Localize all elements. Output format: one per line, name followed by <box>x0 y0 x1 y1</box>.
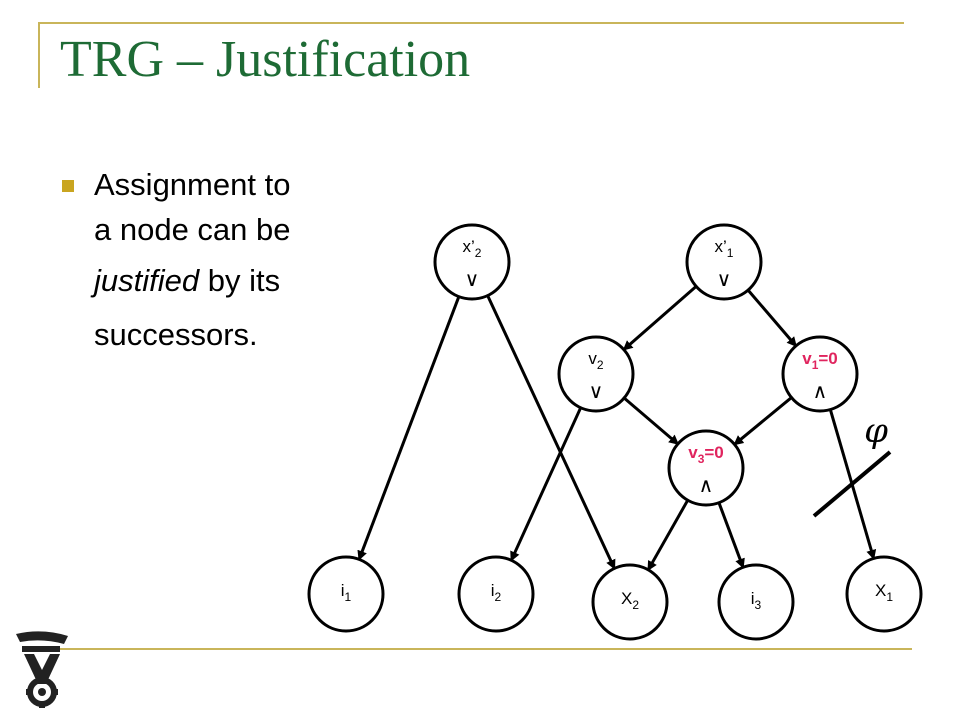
and-gate-symbol: ∧ <box>699 473 714 497</box>
edge-xp2-X2 <box>486 294 616 570</box>
node-X2: X2 <box>591 563 669 641</box>
frame-left-rule <box>38 22 40 88</box>
node-v3: v3=0 ∧ <box>667 429 745 507</box>
node-circle <box>685 223 763 301</box>
node-circle <box>667 429 745 507</box>
node-circle <box>307 555 385 633</box>
or-gate-symbol: ∨ <box>465 267 480 291</box>
and-gate-symbol: ∧ <box>813 379 828 403</box>
slide-title: TRG – Justification <box>60 31 471 88</box>
bullet-emphasis: justified <box>94 263 200 298</box>
node-label: i3 <box>751 589 762 612</box>
node-circle <box>433 223 511 301</box>
node-label: x’2 <box>463 237 482 260</box>
node-circle <box>591 563 669 641</box>
node-label: i1 <box>341 581 352 604</box>
bullet-text: Assignment to a node can be justified by… <box>94 164 364 362</box>
node-label: v3=0 <box>688 443 724 466</box>
or-gate-symbol: ∨ <box>589 379 604 403</box>
node-circle <box>717 563 795 641</box>
node-circle <box>457 555 535 633</box>
bullet-line-2: a node can be <box>94 212 291 247</box>
node-xp2: x’2 ∨ <box>433 223 511 301</box>
frame-bottom-rule <box>40 648 912 650</box>
edge-v3-i3 <box>717 502 745 569</box>
node-label: v1=0 <box>802 349 838 372</box>
node-label: X1 <box>875 581 893 604</box>
or-gate-symbol: ∨ <box>717 267 732 291</box>
node-X1: X1 <box>845 555 923 633</box>
empty-set-symbol: φ <box>864 411 888 451</box>
edge-xp1-v2 <box>622 285 698 351</box>
edge-v1-v3 <box>733 396 793 446</box>
bullet-line-1: Assignment to <box>94 167 291 202</box>
edge-xp1-v1 <box>746 289 798 348</box>
bullet-line-3-rest: by its <box>199 263 281 298</box>
bullet-marker <box>62 180 74 192</box>
node-circle <box>845 555 923 633</box>
bullet-line-3: justified by its <box>94 254 364 308</box>
node-label: x’1 <box>715 237 734 260</box>
node-i3: i3 <box>717 563 795 641</box>
edge-v3-X2 <box>646 499 690 572</box>
node-i1: i1 <box>307 555 385 633</box>
node-label: v2 <box>588 349 604 372</box>
node-v2: v2 ∨ <box>557 335 635 413</box>
node-label: i2 <box>491 581 502 604</box>
edge-v2-i2 <box>509 407 583 562</box>
blocked-edge-slash <box>812 450 892 518</box>
node-circle <box>781 335 859 413</box>
technion-logo-icon <box>16 631 68 708</box>
node-i2: i2 <box>457 555 535 633</box>
edge-xp2-i1 <box>357 296 461 561</box>
node-circle <box>557 335 635 413</box>
node-label: X2 <box>621 589 639 612</box>
node-xp1: x’1 ∨ <box>685 223 763 301</box>
node-v1: v1=0 ∧ <box>781 335 859 413</box>
bullet-line-4: successors. <box>94 317 258 352</box>
frame-top-rule <box>38 22 904 24</box>
edge-v2-v3 <box>623 396 680 446</box>
